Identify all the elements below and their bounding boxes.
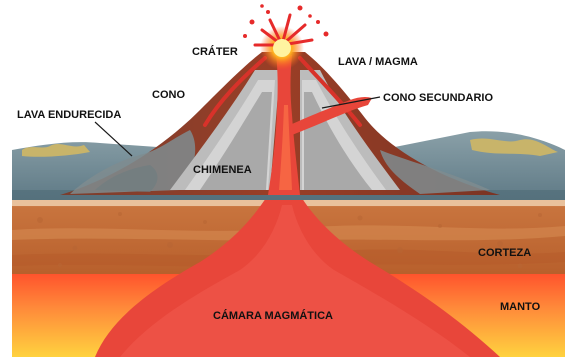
label-cono: CONO — [152, 89, 185, 101]
label-camara-magmatica: CÁMARA MAGMÁTICA — [213, 309, 333, 322]
label-manto: MANTO — [500, 301, 541, 313]
label-lava-magma: LAVA / MAGMA — [338, 56, 418, 68]
label-corteza: CORTEZA — [478, 247, 531, 259]
label-cono-secundario: CONO SECUNDARIO — [383, 92, 493, 104]
label-crater: CRÁTER — [192, 45, 238, 58]
label-chimenea: CHIMENEA — [193, 164, 252, 176]
label-lava-endurecida: LAVA ENDURECIDA — [17, 109, 121, 121]
